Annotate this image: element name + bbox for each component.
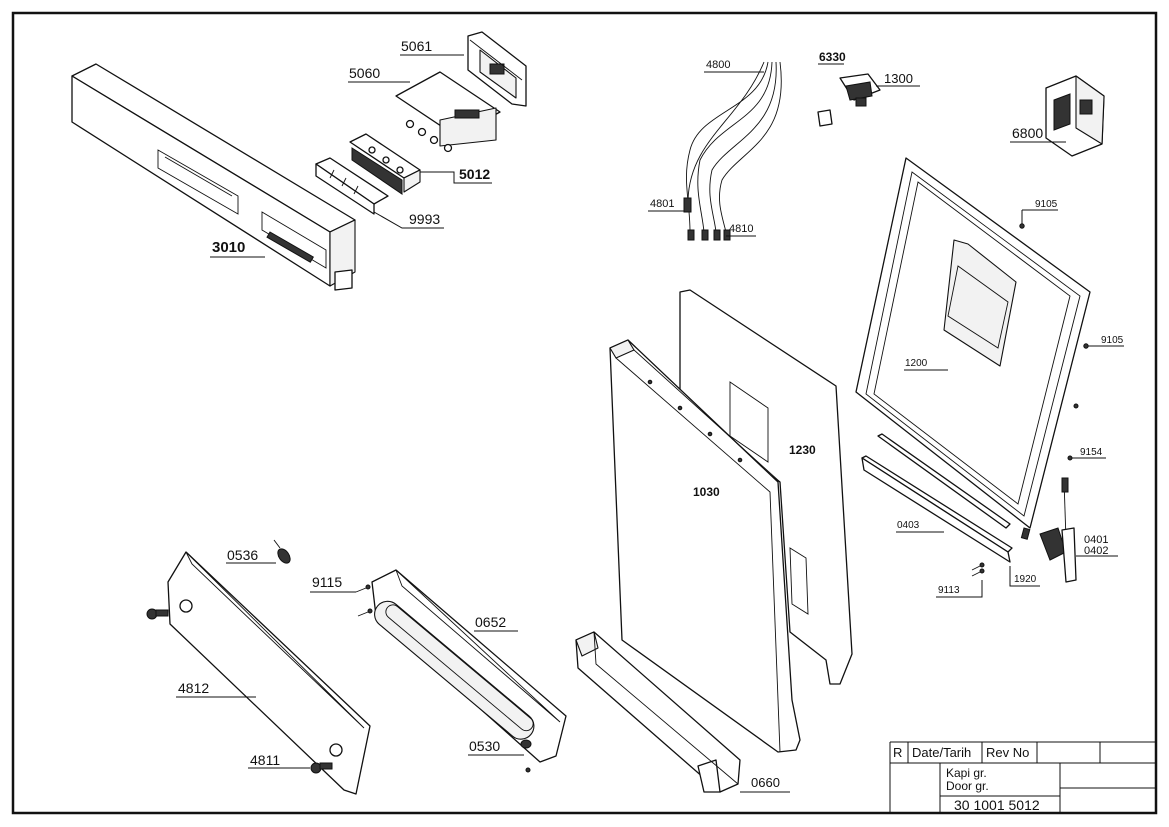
screw-9154	[1067, 455, 1073, 461]
label-1200: 1200	[905, 358, 928, 369]
label-5012: 5012	[459, 166, 490, 182]
leader-9113	[936, 580, 983, 598]
label-1300: 1300	[884, 71, 913, 86]
inner-door-1200	[855, 157, 1091, 540]
label-1230: 1230	[789, 443, 816, 457]
knob-4811	[310, 762, 333, 774]
screw-side	[1073, 403, 1079, 409]
title-block-drawing-no: 30 1001 5012	[954, 797, 1040, 813]
label-4801: 4801	[650, 198, 674, 210]
handle-panel-4812	[167, 551, 371, 795]
pcb-5060	[395, 71, 501, 153]
label-6800: 6800	[1012, 125, 1043, 141]
seal-1920	[877, 433, 1011, 529]
label-9105-side: 9105	[1101, 335, 1124, 346]
leader-9993	[373, 211, 444, 229]
label-0401: 0401	[1084, 534, 1108, 546]
door-lock-1300	[839, 73, 881, 107]
profile-0660	[575, 631, 741, 793]
label-4812: 4812	[178, 680, 209, 696]
handle-frame-0652	[371, 569, 567, 763]
label-5060: 5060	[349, 65, 380, 81]
wire-harness-4800	[683, 61, 782, 241]
title-block-date: Date/Tarih	[912, 745, 971, 760]
label-3010: 3010	[212, 239, 245, 256]
leader-1920	[1009, 566, 1040, 587]
knob-left	[146, 608, 169, 620]
label-9113: 9113	[938, 585, 960, 596]
label-0652: 0652	[475, 614, 506, 630]
label-4811: 4811	[250, 752, 280, 768]
button-strip-9993	[315, 157, 389, 215]
label-9154: 9154	[1080, 447, 1103, 458]
leader-5012	[420, 171, 492, 184]
title-block-r: R	[893, 745, 902, 760]
screws-9115	[355, 584, 373, 617]
drawing-border	[11, 11, 1158, 815]
label-1030: 1030	[693, 485, 720, 499]
label-0536: 0536	[227, 547, 258, 563]
label-0660: 0660	[751, 775, 780, 790]
title-block-name-tr: Kapi gr.	[946, 766, 987, 780]
part-0530	[520, 739, 532, 773]
part-0536	[273, 539, 291, 564]
screws-9113	[971, 562, 985, 577]
title-block-name-en: Door gr.	[946, 779, 989, 793]
label-9993: 9993	[409, 211, 440, 227]
panel-1030	[609, 339, 801, 753]
label-6330: 6330	[819, 50, 846, 64]
dispenser-6800	[1045, 75, 1105, 157]
screw-9105-top	[1019, 223, 1025, 229]
label-4800: 4800	[706, 59, 730, 71]
control-module-5012	[349, 133, 421, 195]
seal-0403	[861, 455, 1013, 563]
hinge-0401-0402	[1039, 477, 1077, 583]
screw-9105-side	[1083, 343, 1089, 349]
label-0403: 0403	[897, 520, 920, 531]
part-6330	[817, 109, 833, 127]
label-0530: 0530	[469, 738, 500, 754]
label-9115: 9115	[312, 574, 342, 590]
label-0402: 0402	[1084, 545, 1108, 557]
bracket-5061	[467, 31, 527, 107]
control-panel-3010	[71, 63, 356, 291]
label-5061: 5061	[401, 38, 432, 54]
label-4810: 4810	[729, 223, 753, 235]
label-9105-top: 9105	[1035, 199, 1058, 210]
label-1920: 1920	[1014, 574, 1037, 585]
title-block-rev: Rev No	[986, 745, 1029, 760]
title-block: R Date/Tarih Rev No Kapi gr. Door gr. 30…	[889, 741, 1156, 813]
